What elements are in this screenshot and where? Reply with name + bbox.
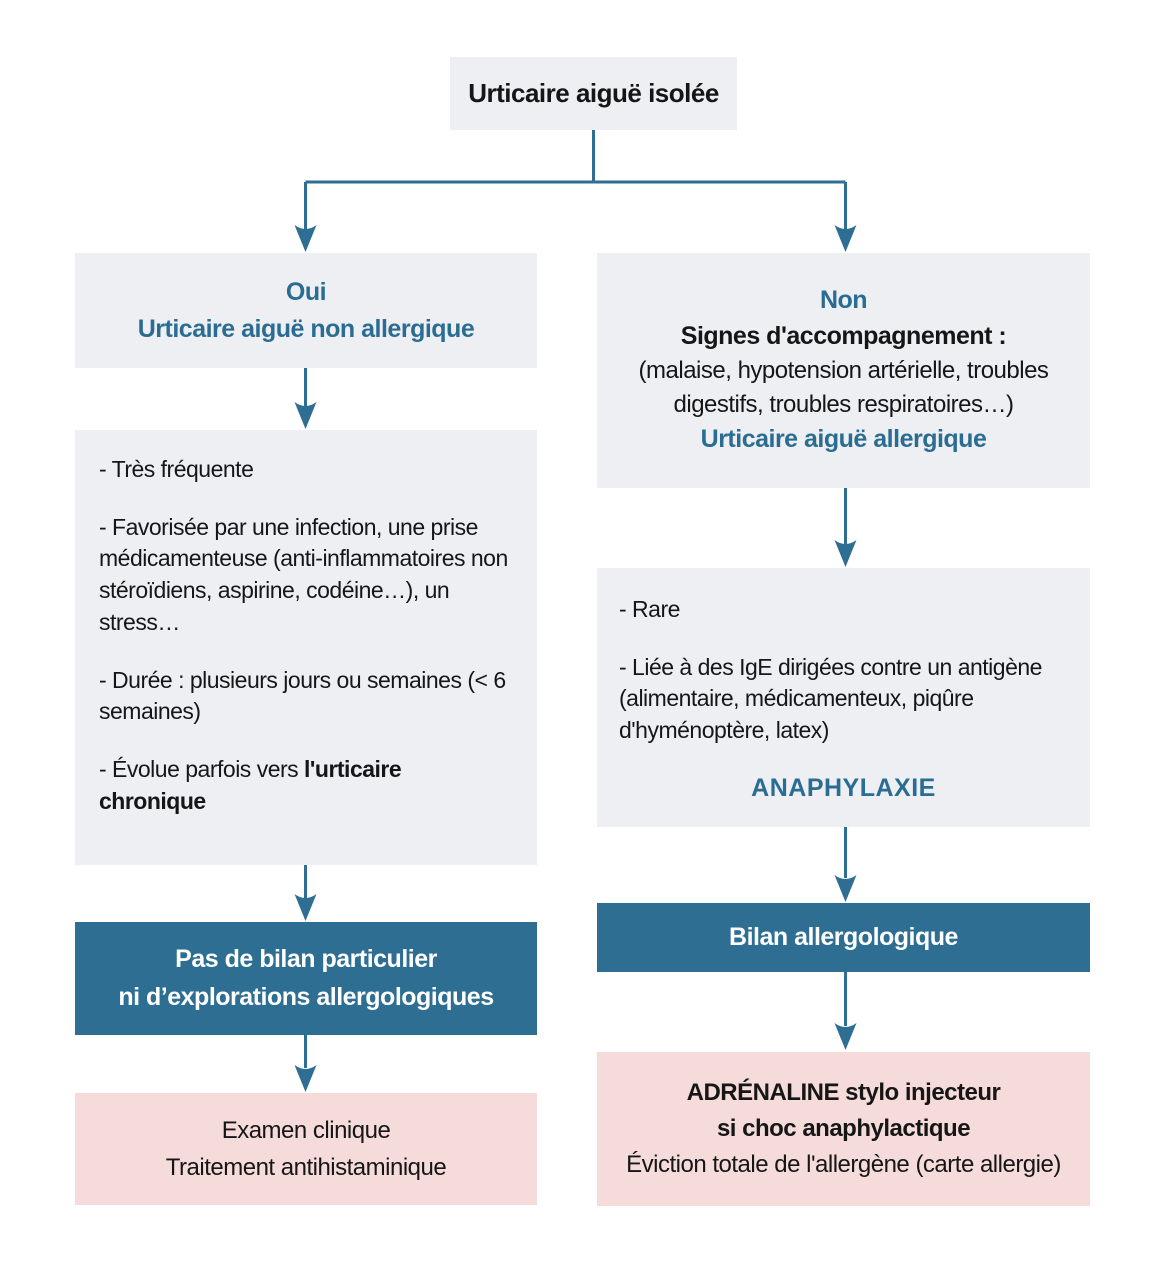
right-header-box: Non Signes d'accompagnement : (malaise, … (597, 253, 1090, 488)
right-outcome-line3: Éviction totale de l'allergène (carte al… (626, 1151, 1061, 1178)
left-detail-evolution: - Évolue parfois vers l'urticaire chroni… (99, 754, 513, 817)
left-detail-duree: - Durée : plusieurs jours ou semaines (<… (99, 666, 506, 725)
right-action-box: Bilan allergologique (597, 903, 1090, 972)
left-action-line2: ni d’explorations allergologiques (118, 982, 494, 1011)
arrowhead-left-outcome (294, 1065, 317, 1092)
arrowhead-left-action (294, 894, 317, 921)
root-box: Urticaire aiguë isolée (450, 57, 737, 130)
arrowhead-right-action (834, 875, 857, 902)
left-detail-evolution-text: - Évolue parfois vers (99, 756, 305, 783)
left-detail-frequence: - Très fréquente (99, 456, 254, 482)
right-detail-rare: - Rare (619, 596, 680, 622)
root-label: Urticaire aiguë isolée (468, 78, 719, 108)
right-details-box: - Rare - Liée à des IgE dirigées contre … (597, 568, 1090, 827)
left-action-box: Pas de bilan particulier ni d’exploratio… (75, 922, 537, 1035)
right-action-label: Bilan allergologique (729, 923, 958, 951)
arrowhead-left-details (294, 402, 317, 429)
arrowhead-right-branch (834, 225, 857, 252)
right-outcome-box: ADRÉNALINE stylo injecteur si choc anaph… (597, 1052, 1090, 1206)
left-outcome-line2: Traitement antihistaminique (165, 1154, 447, 1181)
left-header-oui: Oui (285, 278, 327, 307)
arrowhead-right-outcome (834, 1023, 857, 1050)
left-outcome-box: Examen clinique Traitement antihistamini… (75, 1093, 537, 1205)
right-outcome-line1: ADRÉNALINE stylo injecteur (686, 1079, 1001, 1106)
arrowhead-right-details (834, 540, 857, 567)
arrowhead-left-branch (294, 225, 317, 252)
right-header-signes: Signes d'accompagnement : (680, 321, 1007, 350)
right-detail-anaphylaxie: ANAPHYLAXIE (751, 773, 936, 802)
right-header-signes-list: (malaise, hypotension artérielle, troubl… (638, 357, 1049, 419)
left-outcome-line1: Examen clinique (221, 1116, 391, 1144)
left-detail-favorisee: - Favorisée par une infection, une prise… (99, 513, 508, 635)
right-outcome-line2: si choc anaphylactique (716, 1115, 971, 1142)
left-action-line1: Pas de bilan particulier (175, 945, 437, 973)
left-header-title: Urticaire aiguë non allergique (137, 314, 475, 343)
right-header-title: Urticaire aiguë allergique (700, 425, 987, 454)
left-details-box: - Très fréquente - Favorisée par une inf… (75, 430, 537, 865)
right-detail-ige: - Liée à des IgE dirigées contre un anti… (619, 653, 1042, 744)
left-header-box: Oui Urticaire aiguë non allergique (75, 253, 537, 368)
right-header-non: Non (819, 286, 868, 315)
left-detail-evolution-bold: l'urticaire chronique (99, 756, 402, 814)
